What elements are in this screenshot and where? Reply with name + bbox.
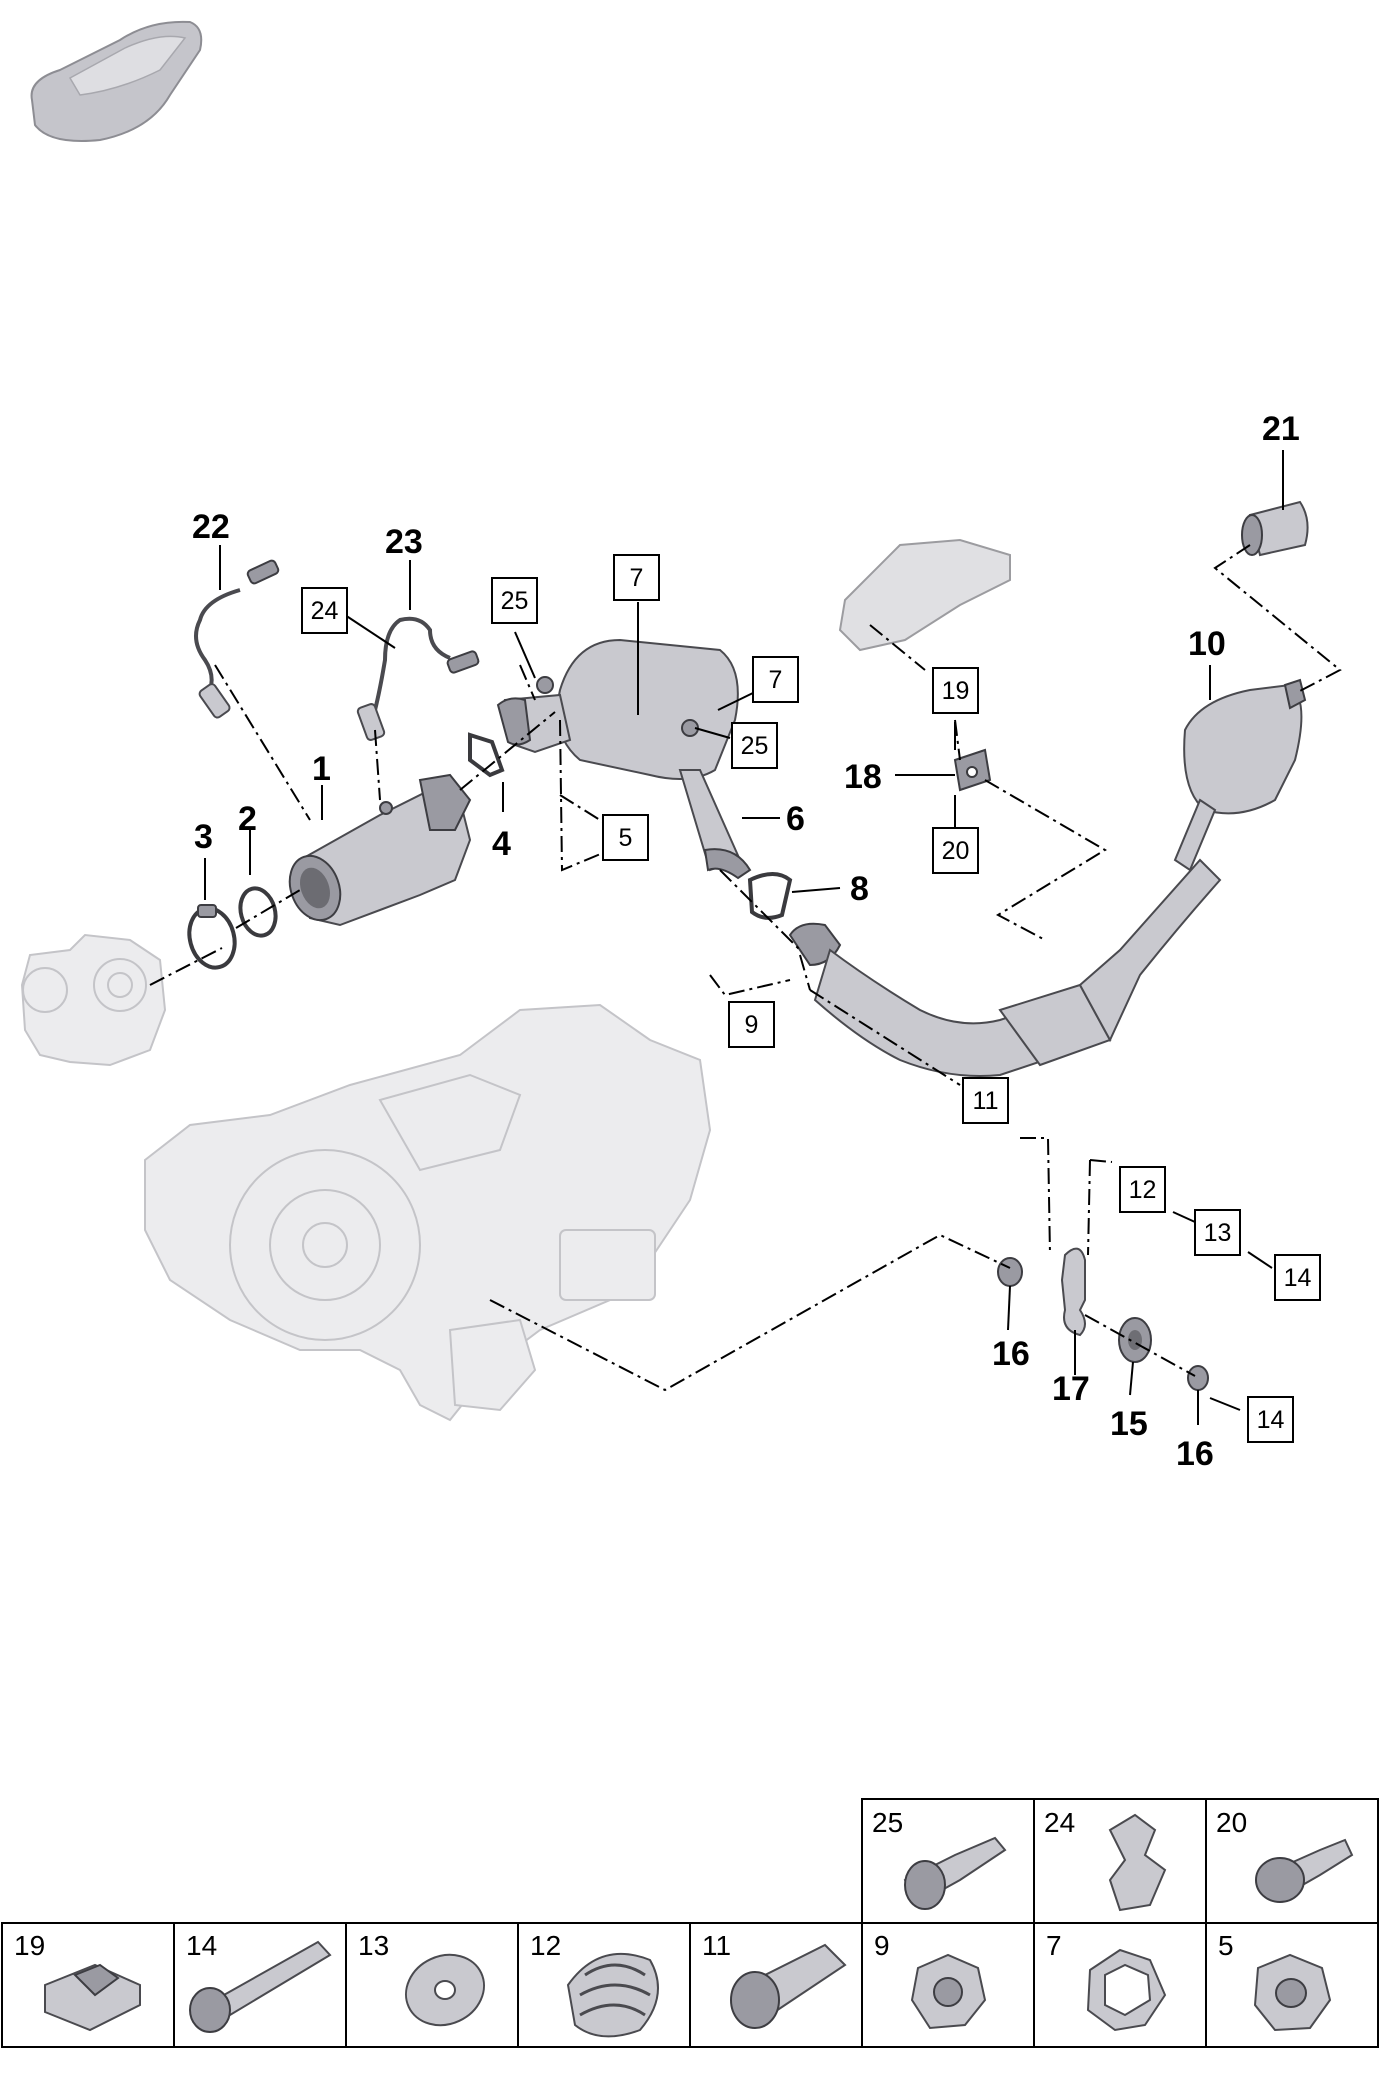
gasket-part-2[interactable] xyxy=(235,884,280,939)
assembly-lines xyxy=(149,544,1342,1392)
svg-text:7: 7 xyxy=(769,666,783,694)
nut-part-16a[interactable] xyxy=(997,1257,1023,1287)
turbocharger-icon xyxy=(20,933,167,1067)
legend-cell-19[interactable]: 19 xyxy=(1,1922,175,2048)
intermediate-pipe-part-11[interactable] xyxy=(788,858,1222,1077)
nut-part-16b[interactable] xyxy=(1187,1365,1209,1391)
callout-8: 8 xyxy=(850,870,869,908)
box-9: 9 xyxy=(728,1001,775,1048)
svg-text:5: 5 xyxy=(619,824,633,852)
bracket-part-17[interactable] xyxy=(1060,1247,1086,1337)
box-14b: 14 xyxy=(1247,1396,1294,1443)
callout-22: 22 xyxy=(192,508,230,546)
svg-text:24: 24 xyxy=(311,597,339,625)
rubber-mount-part-15[interactable] xyxy=(1118,1317,1152,1363)
gasket-part-4[interactable] xyxy=(468,732,505,778)
callout-23: 23 xyxy=(385,523,423,561)
svg-text:9: 9 xyxy=(874,1930,890,1961)
tailpipe-part-21[interactable] xyxy=(1241,500,1309,557)
rear-silencer-part-10[interactable] xyxy=(1173,678,1307,872)
legend-cell-7[interactable]: 7 xyxy=(1033,1922,1207,2048)
callout-10: 10 xyxy=(1188,625,1226,663)
box-25b: 25 xyxy=(731,722,778,769)
gasket-part-8[interactable] xyxy=(747,872,793,920)
svg-text:11: 11 xyxy=(973,1087,999,1115)
svg-text:25: 25 xyxy=(501,587,529,615)
callout-6: 6 xyxy=(786,800,805,838)
svg-text:11: 11 xyxy=(702,1930,731,1961)
legend-cell-12[interactable]: 12 xyxy=(517,1922,691,2048)
callout-17: 17 xyxy=(1052,1370,1090,1408)
car-silhouette-icon[interactable] xyxy=(30,20,203,142)
svg-text:12: 12 xyxy=(1129,1176,1157,1204)
legend-cell-9[interactable]: 9 xyxy=(861,1922,1035,2048)
svg-text:13: 13 xyxy=(1204,1219,1232,1247)
callout-3: 3 xyxy=(194,818,213,856)
catalytic-converter-part-1[interactable] xyxy=(281,773,472,927)
box-7a: 7 xyxy=(613,554,660,601)
box-7b: 7 xyxy=(752,656,799,703)
boxed-labels: 24 25 7 7 25 5 9 19 20 11 12 13 14 14 xyxy=(301,554,1321,1443)
box-19: 19 xyxy=(932,667,979,714)
callout-16b: 16 xyxy=(1176,1435,1214,1473)
svg-text:24: 24 xyxy=(1044,1807,1075,1838)
heat-shield[interactable] xyxy=(838,538,1011,652)
box-5: 5 xyxy=(602,814,649,861)
box-11: 11 xyxy=(962,1077,1009,1124)
box-13: 13 xyxy=(1194,1209,1241,1256)
svg-text:14: 14 xyxy=(1257,1406,1285,1434)
oxygen-sensor-part-22[interactable] xyxy=(194,559,280,719)
box-24: 24 xyxy=(301,587,348,634)
legend-cell-13[interactable]: 13 xyxy=(345,1922,519,2048)
oxygen-sensor-part-23[interactable] xyxy=(356,616,480,741)
callout-16a: 16 xyxy=(992,1335,1030,1373)
particulate-filter-part-6[interactable] xyxy=(496,638,752,880)
svg-text:7: 7 xyxy=(630,564,644,592)
callout-18: 18 xyxy=(844,758,882,796)
legend-cell-20[interactable]: 20 xyxy=(1205,1798,1379,1924)
svg-text:5: 5 xyxy=(1218,1930,1234,1961)
transmission-icon xyxy=(144,1003,712,1422)
svg-text:25: 25 xyxy=(872,1807,903,1838)
box-14a: 14 xyxy=(1274,1254,1321,1301)
svg-text:13: 13 xyxy=(358,1930,389,1961)
legend-cell-24[interactable]: 24 xyxy=(1033,1798,1207,1924)
svg-text:7: 7 xyxy=(1046,1930,1062,1961)
box-12: 12 xyxy=(1119,1166,1166,1213)
legend-cell-25[interactable]: 25 xyxy=(861,1798,1035,1924)
svg-text:14: 14 xyxy=(1284,1264,1312,1292)
svg-text:20: 20 xyxy=(1216,1807,1247,1838)
box-20: 20 xyxy=(932,827,979,874)
hanger-part-18[interactable] xyxy=(953,748,992,792)
callout-1: 1 xyxy=(312,750,331,788)
fastener-legend-table: 25 24 20 19 14 13 xyxy=(1,1798,1379,2048)
legend-cell-14[interactable]: 14 xyxy=(173,1922,347,2048)
svg-text:19: 19 xyxy=(14,1930,45,1961)
svg-text:19: 19 xyxy=(942,677,970,705)
svg-text:25: 25 xyxy=(741,732,769,760)
svg-text:9: 9 xyxy=(745,1011,759,1039)
legend-cell-11[interactable]: 11 xyxy=(689,1922,863,2048)
callout-15: 15 xyxy=(1110,1405,1148,1443)
svg-text:12: 12 xyxy=(530,1930,561,1961)
legend-cell-5[interactable]: 5 xyxy=(1205,1922,1379,2048)
svg-text:20: 20 xyxy=(942,837,970,865)
callout-2: 2 xyxy=(238,800,257,838)
svg-text:14: 14 xyxy=(186,1930,217,1961)
leader-lines xyxy=(204,450,1284,1425)
clamp-part-3[interactable] xyxy=(183,903,241,972)
box-25a: 25 xyxy=(491,577,538,624)
callout-labels: 1 2 3 4 6 8 10 15 16 16 17 18 21 22 23 xyxy=(192,410,1300,1473)
callout-4: 4 xyxy=(492,825,511,863)
callout-21: 21 xyxy=(1262,410,1300,448)
